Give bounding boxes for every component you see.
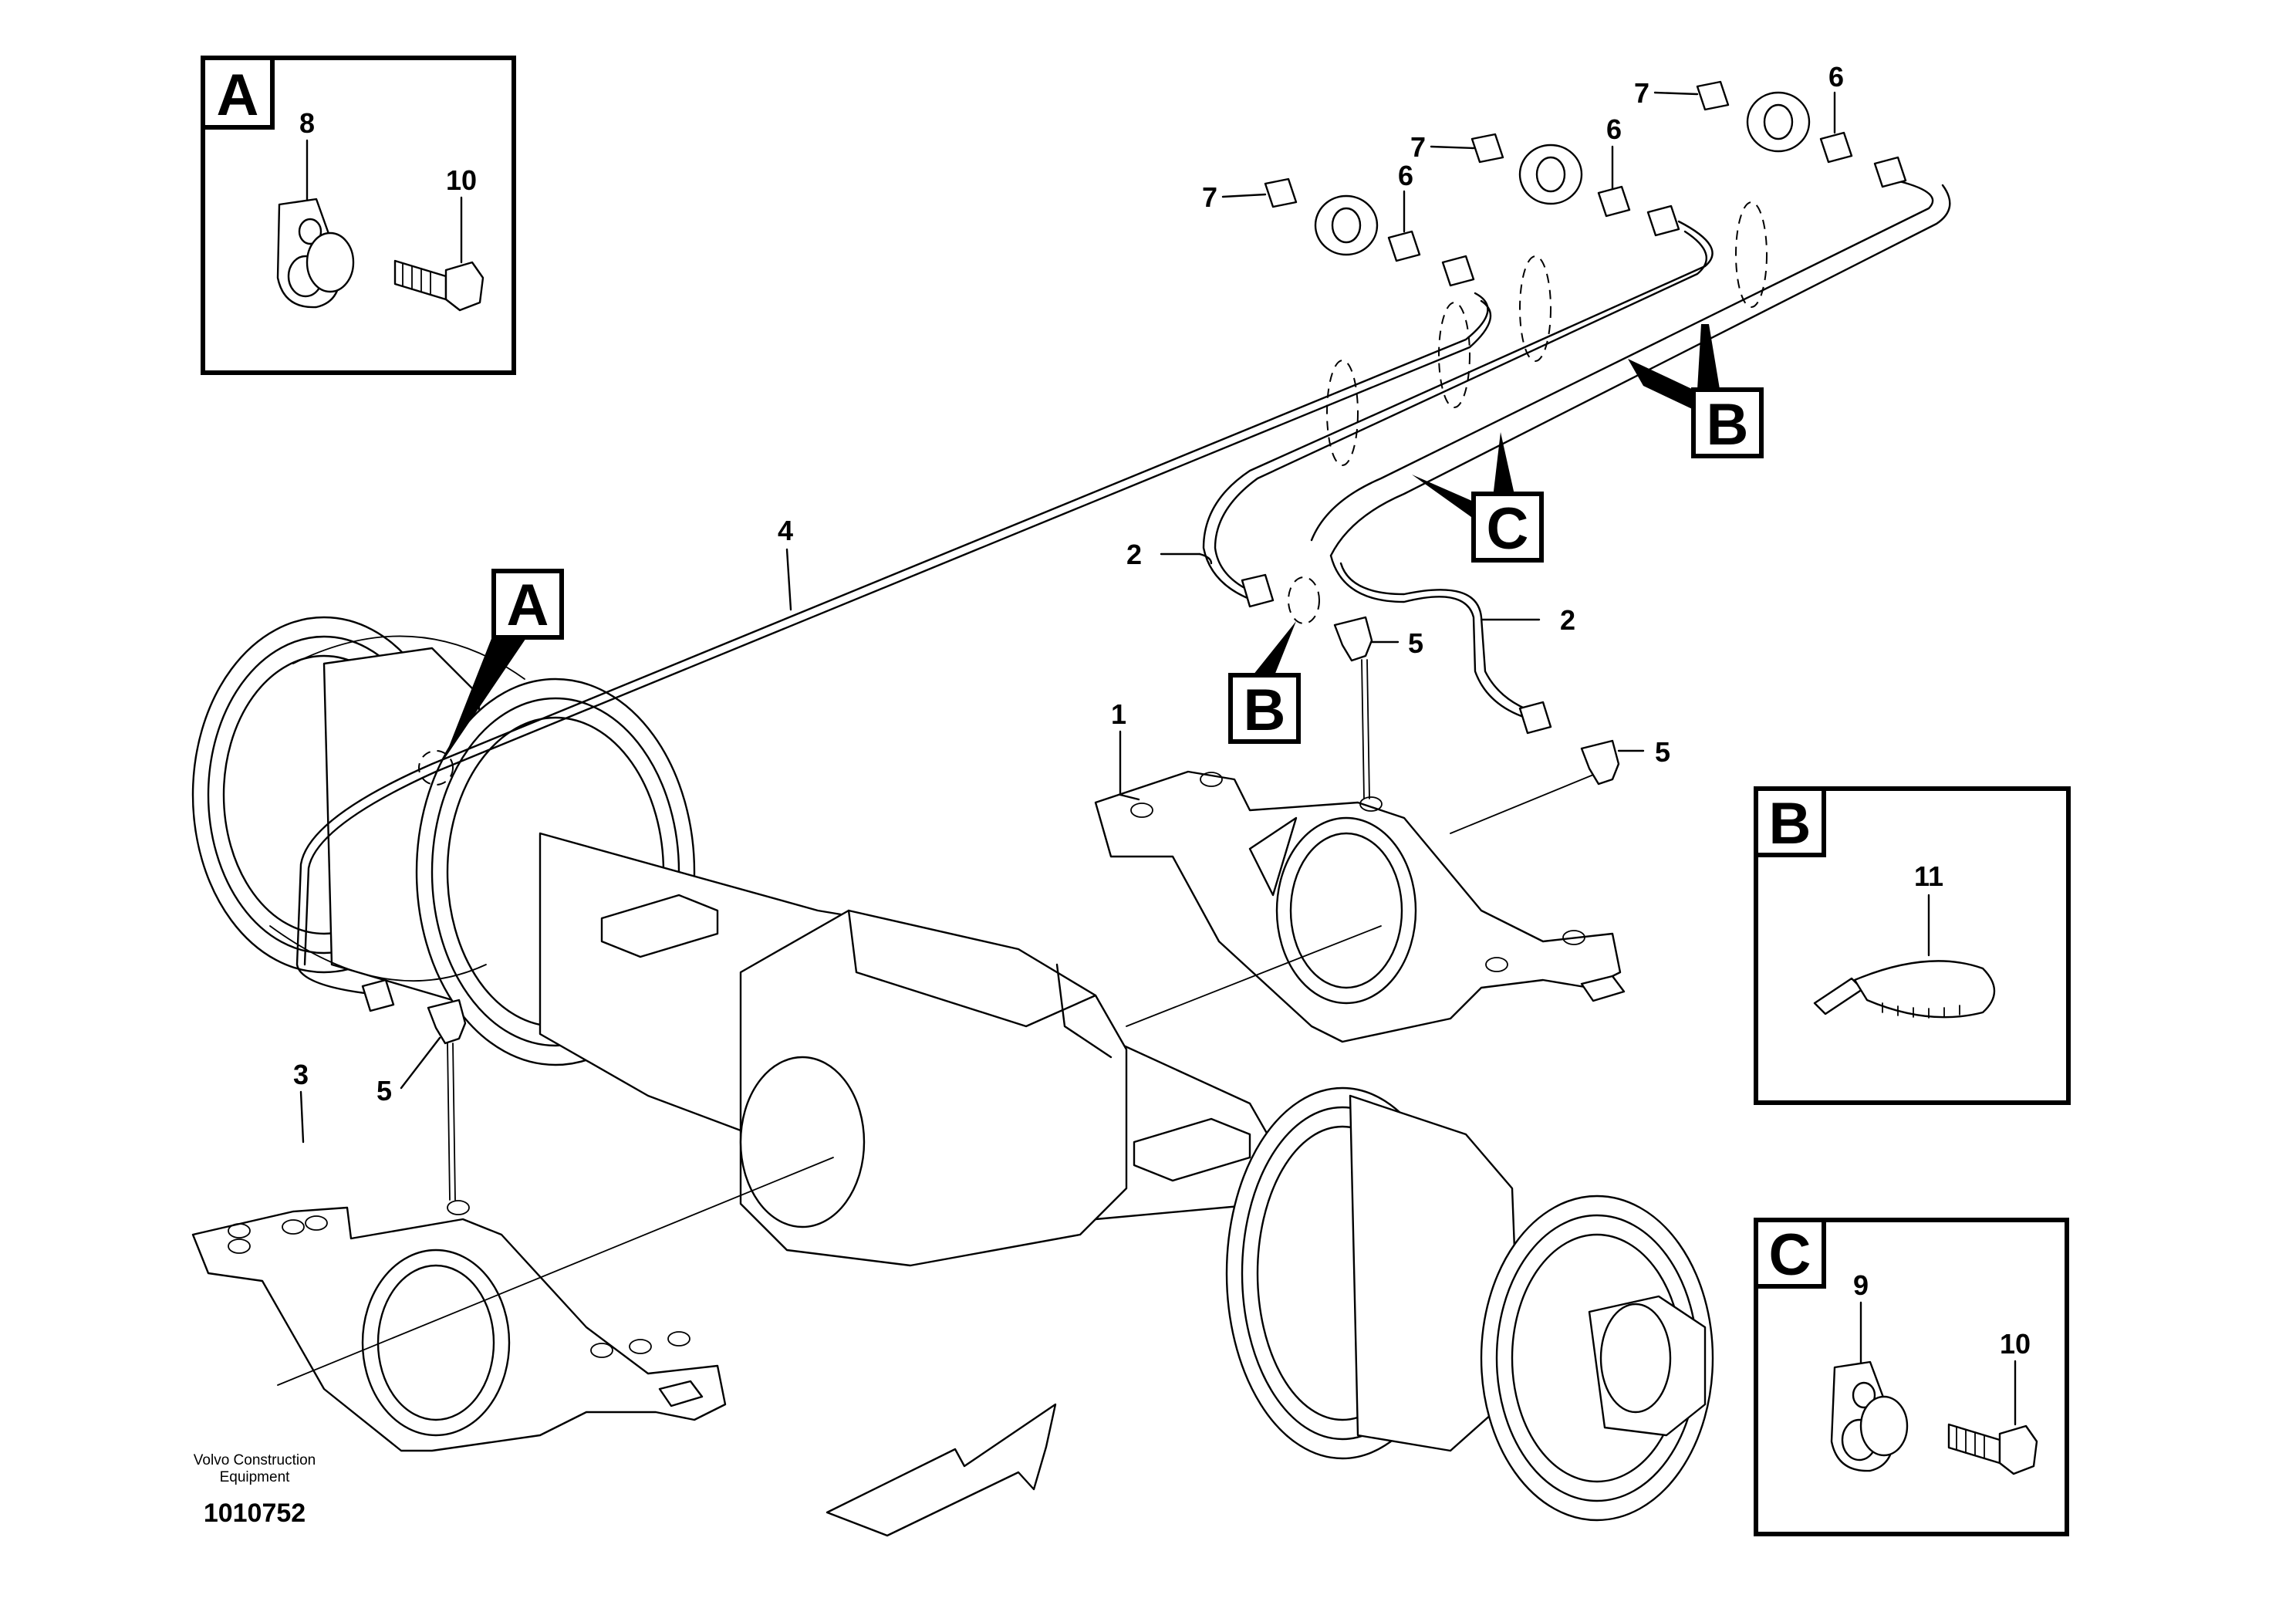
mounting-axis-fitting: [1450, 771, 1602, 834]
callout-6-set2: 6: [1606, 113, 1622, 145]
callout-7-set2: 7: [1410, 131, 1426, 163]
view-marker-b-lower-label: B: [1244, 678, 1286, 743]
callout-2-left: 2: [1126, 539, 1142, 570]
axle-pad-bottom: [1133, 1117, 1251, 1182]
detail-view-c-label: C: [1769, 1222, 1811, 1288]
view-marker-c-label: C: [1487, 496, 1529, 562]
axle-bracket-left: [191, 1200, 727, 1452]
axle-bracket-right: [1094, 770, 1626, 1043]
grease-fitting-sets: [1221, 80, 1907, 287]
differential-opening: [739, 1056, 866, 1228]
mounting-axis-left: [277, 1157, 834, 1386]
elbow-fitting-icon: [427, 999, 467, 1045]
forward-direction-arrow-icon: [826, 1403, 1057, 1537]
detail-b-callout-11: 11: [1914, 860, 1943, 892]
detail-view-b-label: B: [1769, 791, 1811, 857]
detail-view-c: C 9 10: [1754, 1218, 2069, 1536]
callout-7-set1: 7: [1202, 181, 1217, 213]
axle-pad-top: [600, 894, 719, 958]
detail-view-a-label: A: [217, 63, 259, 128]
cable-tie-icon: [1813, 960, 1996, 1019]
illustration-number: 1010752: [204, 1499, 306, 1528]
hose-clamp-icon: [1830, 1360, 1909, 1472]
callout-5-right: 5: [1655, 736, 1670, 768]
axle-assembly: [191, 616, 1714, 1522]
hoses: [295, 180, 1951, 1012]
right-wheel-hub: [1225, 1086, 1714, 1522]
view-marker-a: A: [444, 569, 564, 760]
view-marker-c: C: [1412, 432, 1544, 563]
callouts: 4 2 2 5 5 5 1 3 7 7 7 6 6 6: [293, 61, 1844, 1144]
detail-a-callout-8: 8: [299, 107, 315, 139]
mounting-axis-right: [1126, 925, 1382, 1027]
callout-1: 1: [1111, 698, 1126, 730]
publisher-line-2: Equipment: [220, 1469, 291, 1485]
hose-fitting: [1241, 573, 1275, 608]
hose-clamp-icon: [276, 198, 355, 309]
view-marker-b-upper: B: [1628, 324, 1764, 458]
elbow-fitting-icon: [1333, 616, 1373, 662]
callout-2-right: 2: [1560, 604, 1575, 636]
callout-6-set1: 6: [1398, 160, 1413, 191]
callout-5-upper: 5: [1408, 627, 1423, 659]
bolt-icon: [393, 259, 485, 312]
detail-c-callout-10: 10: [2000, 1328, 2031, 1360]
hose-fitting: [361, 978, 395, 1012]
detail-view-b: B 11: [1754, 786, 2071, 1105]
view-marker-b-upper-label: B: [1707, 392, 1749, 458]
callout-3: 3: [293, 1059, 309, 1090]
callout-6-set3: 6: [1828, 61, 1844, 93]
callout-5-left: 5: [376, 1075, 392, 1107]
detail-a-callout-10: 10: [446, 164, 477, 196]
hose-fitting: [1518, 701, 1552, 735]
elbow-fitting-icon: [1580, 739, 1620, 786]
callout-7-set3: 7: [1634, 77, 1649, 109]
bolt-icon: [1947, 1423, 2038, 1475]
detail-c-callout-9: 9: [1853, 1269, 1869, 1301]
callout-4: 4: [778, 515, 793, 546]
view-marker-b-lower: B: [1228, 621, 1301, 744]
elbow-fittings: [427, 616, 1620, 1201]
view-marker-a-label: A: [507, 573, 549, 638]
detail-view-a: A 8 10: [201, 56, 516, 375]
publisher-line-1: Volvo Construction: [194, 1452, 316, 1468]
